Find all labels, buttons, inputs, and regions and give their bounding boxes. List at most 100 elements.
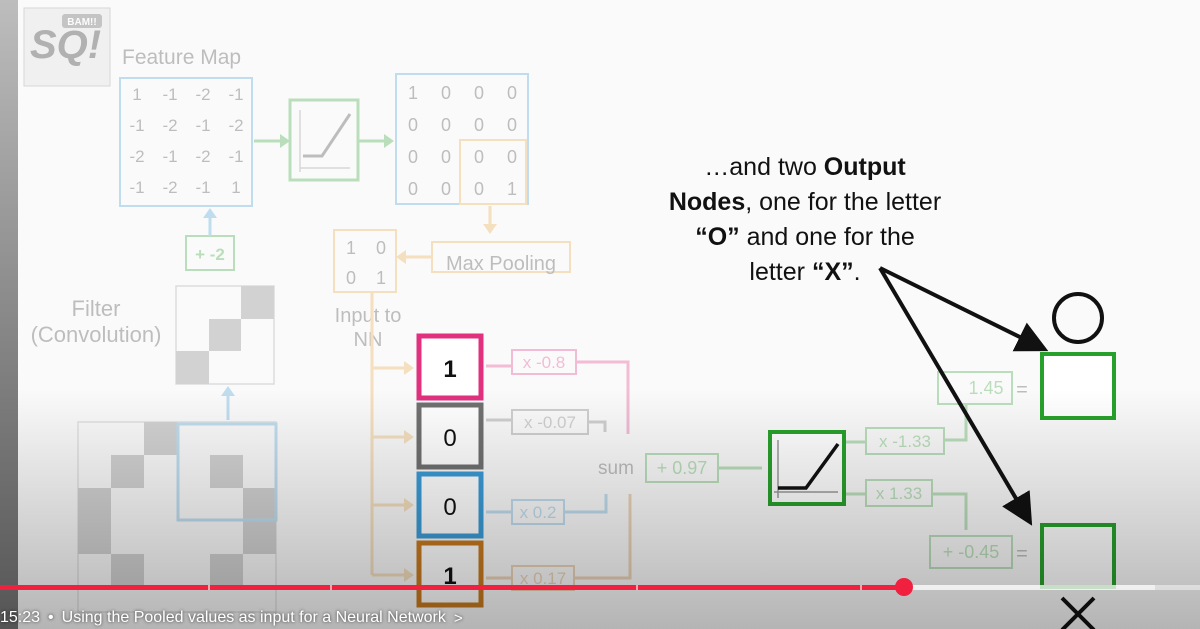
faded-background-diagram: Feature Map 1 -1 -2 -1 -1 -2 -1 -2 -2 -1… (31, 46, 1028, 613)
annotation-arrows (878, 266, 1049, 526)
feature-map-cell: -2 (195, 85, 210, 104)
feature-map-cell: -1 (228, 85, 243, 104)
input-image-grid (77, 421, 277, 613)
weight-2: x -0.07 (524, 413, 576, 432)
feature-map-cell: -1 (129, 178, 144, 197)
filter-grid (175, 285, 275, 385)
input-node-3 (416, 471, 484, 539)
feature-map-cell: -2 (162, 116, 177, 135)
pooled-cell: 0 (376, 238, 386, 258)
feature-map-cell: -2 (162, 178, 177, 197)
relu-map-cell: 0 (408, 147, 418, 167)
conv-bias: + -2 (195, 245, 225, 264)
chapter-marker (636, 585, 638, 590)
svg-text:letter “X”.: letter “X”. (749, 258, 860, 286)
max-pooling-label: Max Pooling (446, 253, 556, 275)
feature-map-cell: -1 (162, 85, 177, 104)
video-frame[interactable]: SQ! BAM!! Feature Map 1 -1 -2 -1 -1 -2 -… (18, 0, 1200, 629)
filter-label-line2: (Convolution) (31, 322, 162, 347)
sum-label: sum (598, 458, 634, 479)
chevron-right-icon[interactable]: > (453, 609, 463, 627)
letter-o-symbol (1052, 292, 1104, 344)
output-weight-2: x 1.33 (876, 484, 922, 503)
filter-label-line1: Filter (72, 296, 121, 321)
relu-map-cell: 0 (507, 83, 517, 103)
pooled-values: 1 0 0 1 (346, 238, 386, 288)
video-left-edge (0, 0, 18, 629)
scrubber-handle[interactable] (894, 578, 913, 596)
chapter-marker (330, 585, 332, 590)
feature-map-cell: -2 (228, 116, 243, 135)
relu-map-cell: 0 (441, 83, 451, 103)
svg-text:…and two Output: …and two Output (704, 153, 906, 181)
feature-map-cell: -1 (228, 147, 243, 166)
relu-map-cell: 0 (507, 115, 517, 135)
relu-map-cell: 0 (474, 179, 484, 199)
logo-text: SQ! (30, 23, 101, 67)
relu-map-cell: 0 (408, 179, 418, 199)
weight-1: x -0.8 (523, 353, 566, 372)
feature-map-cell: -1 (195, 116, 210, 135)
pooled-box (333, 229, 397, 293)
feature-map-cell: 1 (132, 85, 141, 104)
weight-4: x 0.17 (520, 569, 566, 588)
progress-bar[interactable] (0, 585, 1200, 590)
feature-map-box (119, 77, 253, 207)
cnn-diagram: SQ! BAM!! Feature Map 1 -1 -2 -1 -1 -2 -… (23, 7, 1116, 629)
relu-map-cell: 1 (408, 83, 418, 103)
relu-map-cell: 0 (474, 147, 484, 167)
feature-map-cell: -1 (162, 147, 177, 166)
input-label-line2: NN (354, 329, 383, 351)
input-node-2-value: 0 (443, 425, 456, 452)
chapter-info[interactable]: 15:23 • Using the Pooled values as input… (0, 607, 463, 629)
conv-bias-box (185, 235, 235, 271)
input-node-3-value: 0 (443, 494, 456, 521)
relu-map-cell: 0 (441, 147, 451, 167)
statquest-logo: SQ! BAM!! (23, 7, 111, 87)
svg-text:=: = (1016, 543, 1028, 565)
chapter-title[interactable]: Using the Pooled values as input for a N… (61, 609, 446, 626)
hidden-bias: + 0.97 (657, 458, 708, 478)
output-node-x (1040, 523, 1116, 589)
feature-map-cell: -2 (129, 147, 144, 166)
chapter-marker (860, 585, 862, 590)
hidden-relu-node (768, 430, 846, 506)
svg-text:“O” and one for the: “O” and one for the (695, 223, 915, 251)
pooling-window (459, 139, 527, 205)
current-time: 15:23 (0, 609, 41, 626)
relu-map-cell: 1 (507, 179, 517, 199)
max-pooling-box (431, 241, 571, 273)
input-node-1-value: 1 (443, 356, 456, 383)
output-node-o (1040, 352, 1116, 420)
relu-node-box (768, 430, 846, 506)
weight-3: x 0.2 (520, 503, 557, 522)
input-node-4 (416, 540, 484, 608)
feature-map-cell: -1 (195, 178, 210, 197)
relu-map-cell: 0 (474, 83, 484, 103)
logo-badge: BAM!! (67, 17, 96, 28)
input-node-1 (416, 333, 484, 401)
output-bias-2: + -0.45 (943, 542, 1000, 562)
feature-map-title: Feature Map (122, 46, 241, 69)
relu-map-cell: 0 (474, 115, 484, 135)
input-nodes: 1 0 0 1 (416, 333, 484, 608)
relu-box (288, 98, 360, 182)
input-node-2 (416, 402, 484, 470)
relu-map-cell: 0 (441, 179, 451, 199)
chapter-marker (208, 585, 210, 590)
output-weight-1: x -1.33 (879, 432, 931, 451)
svg-text:Nodes, one for the letter: Nodes, one for the letter (669, 188, 941, 216)
played-bar (0, 585, 904, 590)
feature-map-cell: 1 (231, 178, 240, 197)
annotation-text: …and two Output Nodes, one for the lette… (669, 153, 941, 286)
output-nodes (1040, 292, 1116, 629)
filter-window (176, 422, 278, 522)
input-label-line1: Input to (335, 305, 402, 327)
input-node-4-value: 1 (443, 563, 456, 590)
relu-map-cell: 0 (507, 147, 517, 167)
relu-map-box (395, 73, 529, 205)
relu-map-cell: 0 (408, 115, 418, 135)
separator-dot: • (48, 609, 54, 626)
pooled-cell: 1 (376, 268, 386, 288)
pooled-cell: 0 (346, 268, 356, 288)
